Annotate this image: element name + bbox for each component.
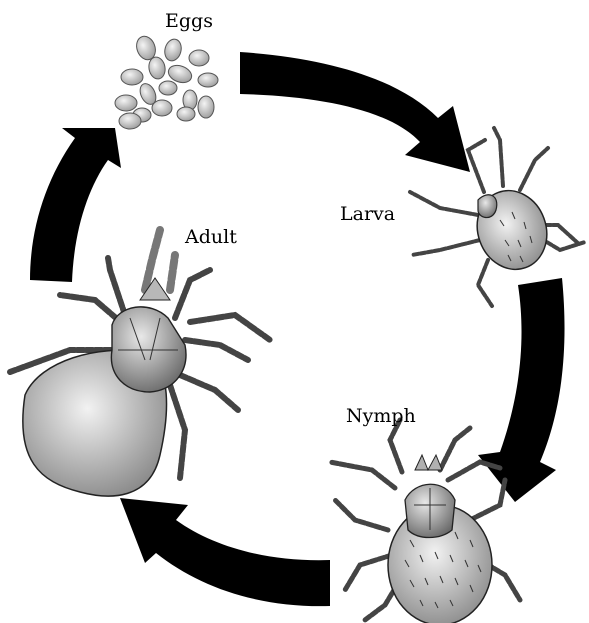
arrow-eggs-to-larva <box>240 52 470 172</box>
arrow-larva-to-nymph <box>478 278 565 502</box>
nymph-illustration <box>330 420 520 623</box>
stage-label-nymph: Nymph <box>346 405 416 427</box>
stage-label-eggs: Eggs <box>165 10 213 32</box>
stage-label-adult: Adult <box>184 226 237 248</box>
eggs-illustration <box>115 34 218 129</box>
cycle-arrows <box>30 52 565 606</box>
arrow-nymph-to-adult <box>120 498 330 606</box>
stage-label-larva: Larva <box>340 203 395 225</box>
